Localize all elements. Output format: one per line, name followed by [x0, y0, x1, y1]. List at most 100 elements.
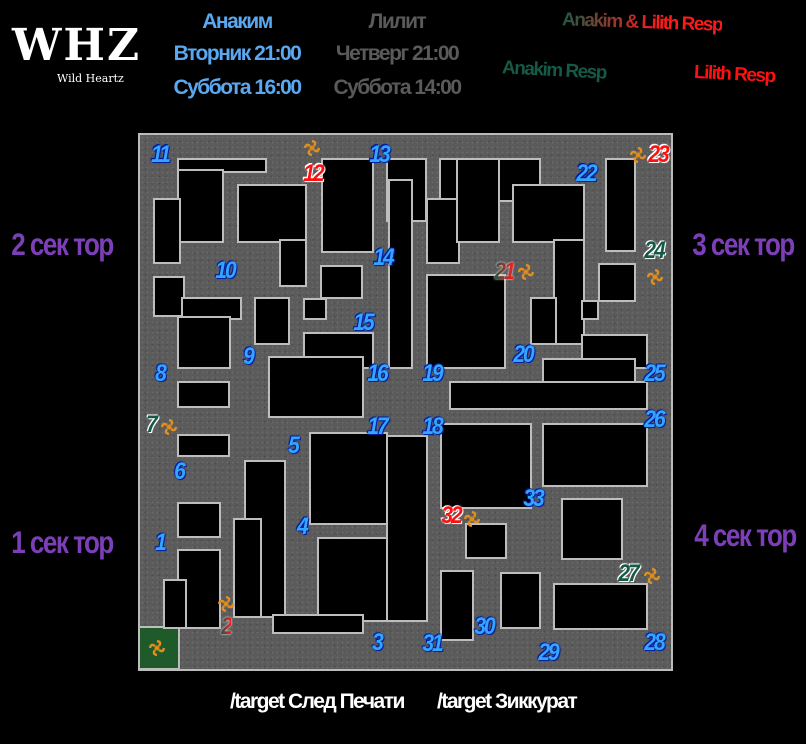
wall-block: [502, 574, 539, 627]
wall-block: [467, 525, 505, 557]
wall-block: [179, 504, 219, 536]
portal-swirl-icon[interactable]: [149, 640, 165, 656]
room-18: 18: [422, 413, 443, 440]
portal-swirl-icon[interactable]: [161, 419, 177, 435]
logo-name: Wild Heartz: [57, 72, 124, 85]
room-3: 3: [372, 629, 384, 656]
wall-block: [322, 267, 361, 297]
room-5: 5: [288, 432, 300, 459]
room-2: 2: [221, 613, 233, 640]
room-4: 4: [297, 513, 309, 540]
wall-block: [179, 160, 265, 171]
dungeon-map: [138, 133, 673, 671]
room-14: 14: [373, 244, 394, 271]
wall-block: [270, 358, 362, 416]
room-32: 32: [441, 502, 462, 529]
wall-block: [179, 318, 229, 367]
portal-swirl-icon[interactable]: [630, 147, 646, 163]
wall-block: [428, 200, 458, 262]
wall-block: [179, 551, 219, 627]
wall-block: [532, 299, 555, 343]
lilith-time-2: Суббота 14:00: [333, 76, 462, 99]
logo-mark: WHZ: [12, 20, 142, 71]
portal-swirl-icon[interactable]: [464, 511, 480, 527]
room-30: 30: [474, 613, 495, 640]
portal-swirl-icon[interactable]: [644, 568, 660, 584]
room-28: 28: [644, 629, 665, 656]
lilith-title: Лилит: [368, 10, 427, 33]
room-13: 13: [369, 141, 390, 168]
sector-2-label: 2 сек тор: [11, 226, 114, 263]
lilith-time-1: Четверг 21:00: [335, 42, 460, 65]
wall-block: [583, 302, 597, 318]
portal-swirl-icon[interactable]: [518, 264, 534, 280]
wall-block: [281, 241, 305, 285]
room-7: 7: [146, 411, 158, 438]
room-23: 23: [648, 141, 669, 168]
wall-block: [390, 181, 411, 367]
portal-swirl-icon[interactable]: [304, 140, 320, 156]
wall-block: [544, 425, 646, 485]
room-31: 31: [422, 630, 443, 657]
wall-block: [179, 383, 228, 406]
wall-block: [451, 383, 646, 408]
portal-swirl-icon[interactable]: [218, 596, 234, 612]
room-22: 22: [576, 160, 597, 187]
wall-block: [256, 299, 288, 343]
wall-block: [442, 425, 530, 507]
wall-block: [274, 616, 362, 632]
wall-block: [388, 437, 426, 620]
wall-block: [323, 160, 372, 251]
room-19: 19: [422, 360, 443, 387]
sector-3-label: 3 сек тор: [692, 226, 795, 263]
wall-block: [305, 300, 325, 318]
room-12: 12: [303, 160, 324, 187]
wall-block: [600, 265, 634, 300]
wall-block: [311, 434, 386, 523]
wall-block: [442, 572, 472, 639]
wall-block: [555, 585, 646, 628]
wall-block: [179, 436, 228, 455]
sector-1-label: 1 сек тор: [11, 524, 114, 561]
guild-logo: WHZ Wild Heartz: [12, 20, 139, 100]
anakim-time-1: Вторник 21:00: [173, 42, 302, 65]
target-command-ziggurat: /target Зиккурат: [437, 690, 578, 713]
wall-block: [428, 276, 504, 367]
wall-block: [514, 186, 583, 241]
wall-block: [179, 171, 222, 241]
room-17: 17: [367, 413, 388, 440]
room-10: 10: [215, 257, 236, 284]
wall-block: [235, 520, 260, 616]
wall-block: [165, 581, 185, 627]
wall-block: [555, 241, 583, 343]
wall-block: [319, 539, 386, 620]
room-1: 1: [155, 529, 167, 556]
portal-swirl-icon[interactable]: [647, 269, 663, 285]
room-29: 29: [538, 639, 559, 666]
room-24: 24: [644, 237, 665, 264]
legend-lilith-resp: Lilith Resp: [693, 61, 776, 88]
room-15: 15: [353, 309, 374, 336]
anakim-time-2: Суббота 16:00: [173, 76, 302, 99]
wall-block: [607, 160, 634, 250]
room-25: 25: [644, 360, 665, 387]
room-26: 26: [644, 406, 665, 433]
room-11: 11: [151, 141, 171, 168]
wall-block: [544, 360, 634, 383]
room-27: 27: [618, 560, 639, 587]
wall-block: [239, 186, 305, 241]
room-6: 6: [174, 458, 186, 485]
room-33: 33: [523, 485, 544, 512]
room-20: 20: [513, 341, 534, 368]
room-9: 9: [243, 343, 255, 370]
wall-block: [458, 160, 498, 241]
room-8: 8: [155, 360, 167, 387]
target-command-seal: /target След Печати: [230, 690, 405, 713]
wall-block: [563, 500, 621, 558]
legend-both-resp: Anakim & Lilith Resp: [561, 9, 723, 36]
room-16: 16: [367, 360, 388, 387]
room-21: 21: [494, 258, 515, 285]
anakim-title: Анаким: [202, 10, 273, 33]
wall-block: [183, 299, 240, 318]
wall-block: [155, 200, 179, 262]
